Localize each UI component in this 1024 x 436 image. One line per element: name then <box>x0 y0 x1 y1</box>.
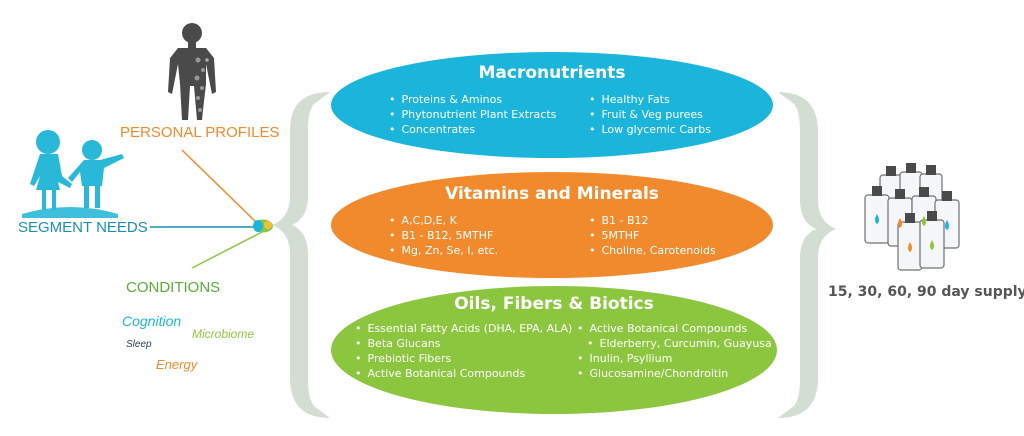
sleep-label: Sleep <box>126 339 152 350</box>
vitamins-right-list: B1 - B12 5MTHF Choline, Carotenoids <box>589 213 716 258</box>
list-item: Healthy Fats <box>589 92 711 107</box>
list-item: B1 - B12 <box>589 213 716 228</box>
list-item: Low glycemic Carbs <box>589 122 711 137</box>
list-item: Mg, Zn, Se, I, etc. <box>389 243 498 258</box>
list-item: Essential Fatty Acids (DHA, EPA, ALA) <box>355 321 572 336</box>
vitamins-title: Vitamins and Minerals <box>331 184 773 204</box>
right-brace <box>778 92 836 418</box>
macronutrients-left-list: Proteins & Aminos Phytonutrient Plant Ex… <box>389 92 556 137</box>
list-item: Active Botanical Compounds <box>355 366 572 381</box>
oils-right-list: Active Botanical Compounds Elderberry, C… <box>577 321 772 381</box>
cognition-label: Cognition <box>122 313 181 329</box>
macronutrients-ellipse: Macronutrients Proteins & Aminos Phytonu… <box>331 52 773 158</box>
profiles-connector <box>182 150 258 224</box>
vitamins-ellipse: Vitamins and Minerals A,C,D,E, K B1 - B1… <box>331 172 773 278</box>
list-item: Concentrates <box>389 122 556 137</box>
list-item: Glucosamine/Chondroitin <box>577 366 772 381</box>
list-item: Elderberry, Curcumin, Guayusa <box>577 336 772 351</box>
list-item: A,C,D,E, K <box>389 213 498 228</box>
oils-ellipse: Oils, Fibers & Biotics Essential Fatty A… <box>331 286 777 414</box>
vitamins-left-list: A,C,D,E, K B1 - B12, 5MTHF Mg, Zn, Se, I… <box>389 213 498 258</box>
macronutrients-title: Macronutrients <box>331 63 773 83</box>
list-item: 5MTHF <box>589 228 716 243</box>
children-icon <box>22 130 124 218</box>
conditions-connector <box>192 232 262 268</box>
list-item: Prebiotic Fibers <box>355 351 572 366</box>
supply-label: 15, 30, 60, 90 day supply <box>828 284 1024 300</box>
list-item: Phytonutrient Plant Extracts <box>389 107 556 122</box>
junction-capsule <box>253 220 273 233</box>
list-item: Beta Glucans <box>355 336 572 351</box>
list-item: Proteins & Aminos <box>389 92 556 107</box>
oils-title: Oils, Fibers & Biotics <box>331 294 777 314</box>
list-item: Fruit & Veg purees <box>589 107 711 122</box>
list-item: Choline, Carotenoids <box>589 243 716 258</box>
macronutrients-right-list: Healthy Fats Fruit & Veg purees Low glyc… <box>589 92 711 137</box>
conditions-label: CONDITIONS <box>126 279 220 296</box>
list-item: Active Botanical Compounds <box>577 321 772 336</box>
list-item: Inulin, Psyllium <box>577 351 772 366</box>
personal-profiles-label: PERSONAL PROFILES <box>120 124 280 141</box>
microbiome-label: Microbiome <box>192 327 254 341</box>
supplement-pouches-icon <box>865 163 959 270</box>
list-item: B1 - B12, 5MTHF <box>389 228 498 243</box>
energy-label: Energy <box>156 357 197 372</box>
left-brace <box>272 92 330 418</box>
segment-needs-label: SEGMENT NEEDS <box>18 219 148 236</box>
human-body-icon <box>168 23 216 120</box>
oils-left-list: Essential Fatty Acids (DHA, EPA, ALA) Be… <box>355 321 572 381</box>
